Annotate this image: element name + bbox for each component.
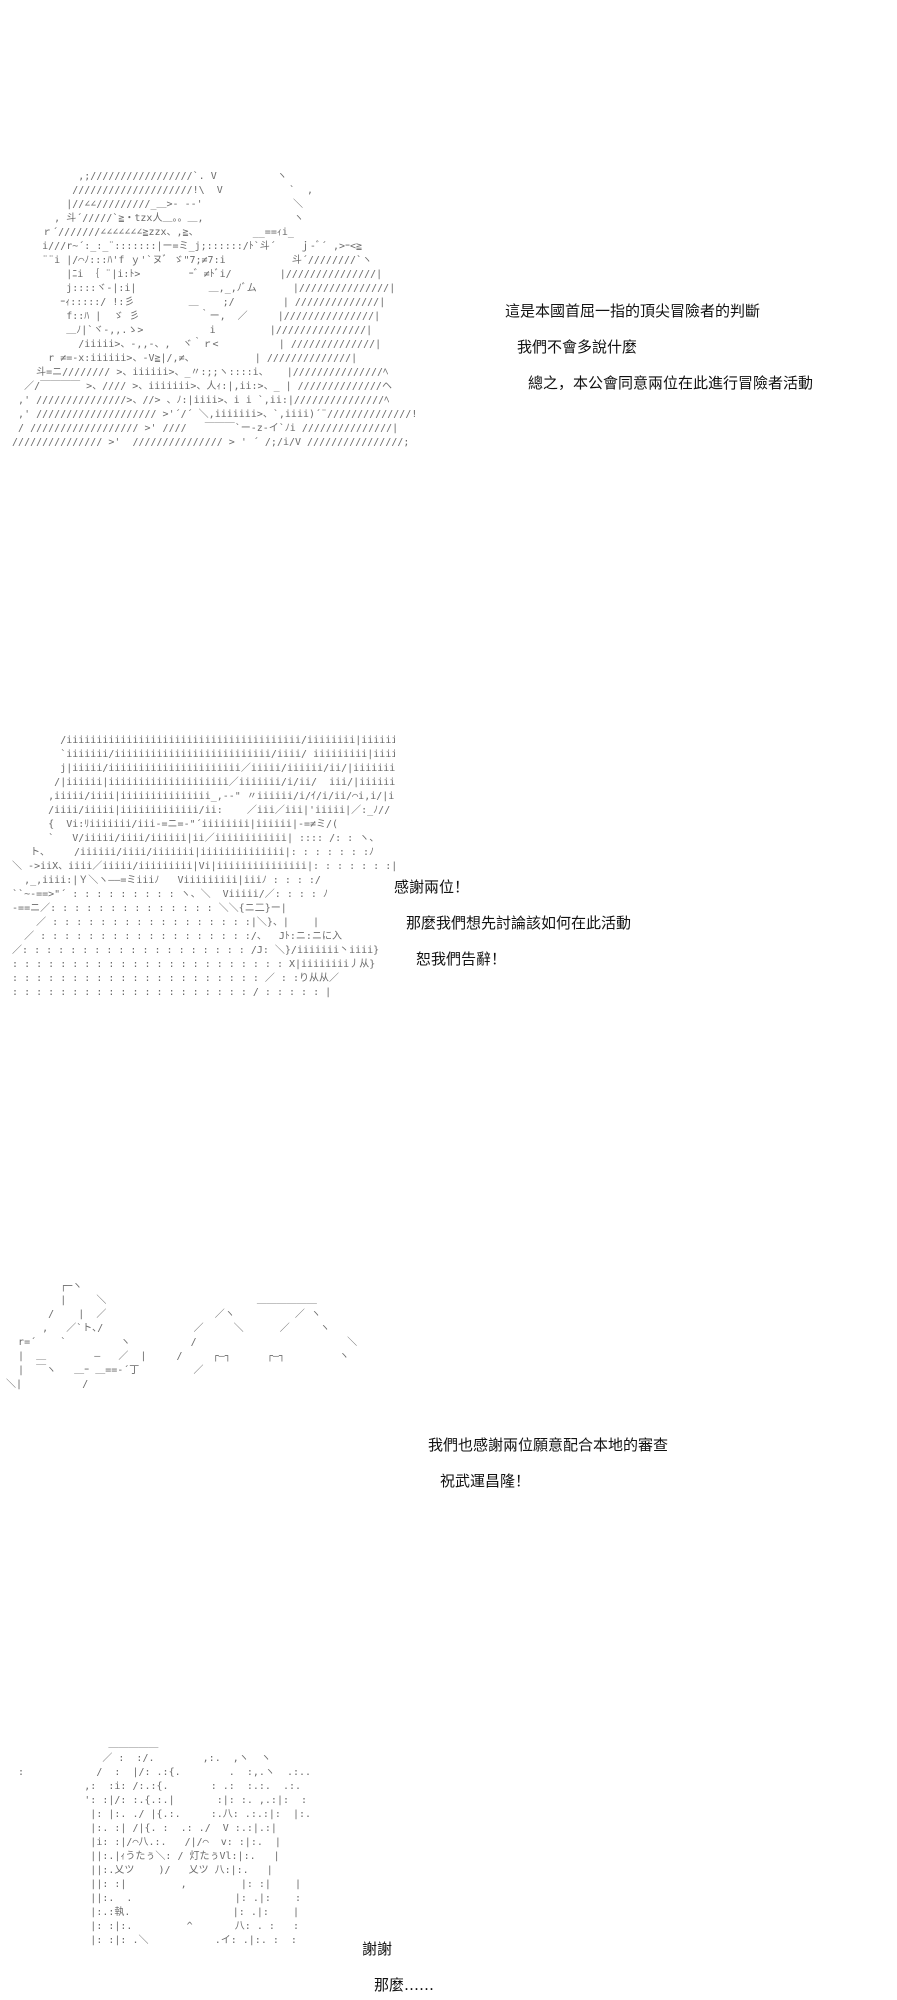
dialogue-line: 總之，本公會同意兩位在此進行冒險者活動 <box>528 374 814 392</box>
ascii-art-girl: ＿＿＿＿＿ ／ : :/. ,:. ,ヽ ヽ : / : |/: .:{. . … <box>18 1739 312 1946</box>
dialogue-line: 那麼我們想先討論該如何在此活動 <box>406 914 632 932</box>
dialogue-line: 我們也感謝兩位願意配合本地的審查 <box>428 1436 669 1454</box>
dialogue-line: 我們不會多說什麼 <box>517 338 638 356</box>
ascii-art-party-members: /iiiiiiiiiiiiiiiiiiiiiiiiiiiiiiiiiiiiiii… <box>0 735 395 998</box>
dialogue-line: 那麼…… <box>374 1976 435 1994</box>
ascii-art-officials: ┌─ヽ | ＼ ＿＿＿＿＿＿ / | ／ ／ヽ ／ ヽ , ／`ト､/ ／ ＼ … <box>6 1281 358 1390</box>
panel-4: ＿＿＿＿＿ ／ : :/. ,:. ,ヽ ヽ : / : |/: .:{. . … <box>0 1720 897 2000</box>
panel-2: /iiiiiiiiiiiiiiiiiiiiiiiiiiiiiiiiiiiiiii… <box>0 720 897 1100</box>
dialogue-line: 謝謝 <box>362 1940 393 1958</box>
dialogue-line: 祝武運昌隆！ <box>440 1472 531 1490</box>
panel-3: ┌─ヽ | ＼ ＿＿＿＿＿＿ / | ／ ／ヽ ／ ヽ , ／`ト､/ ／ ＼ … <box>0 1270 897 1570</box>
dialogue-line: 這是本國首屈一指的頂尖冒險者的判斷 <box>505 302 761 320</box>
panel-1: ,;/////////////////`. V ヽ //////////////… <box>0 0 897 560</box>
ascii-art-guildmaster: ,;/////////////////`. V ヽ //////////////… <box>12 171 418 448</box>
dialogue-line: 恕我們告辭！ <box>416 950 507 968</box>
dialogue-line: 感謝兩位！ <box>394 878 470 896</box>
